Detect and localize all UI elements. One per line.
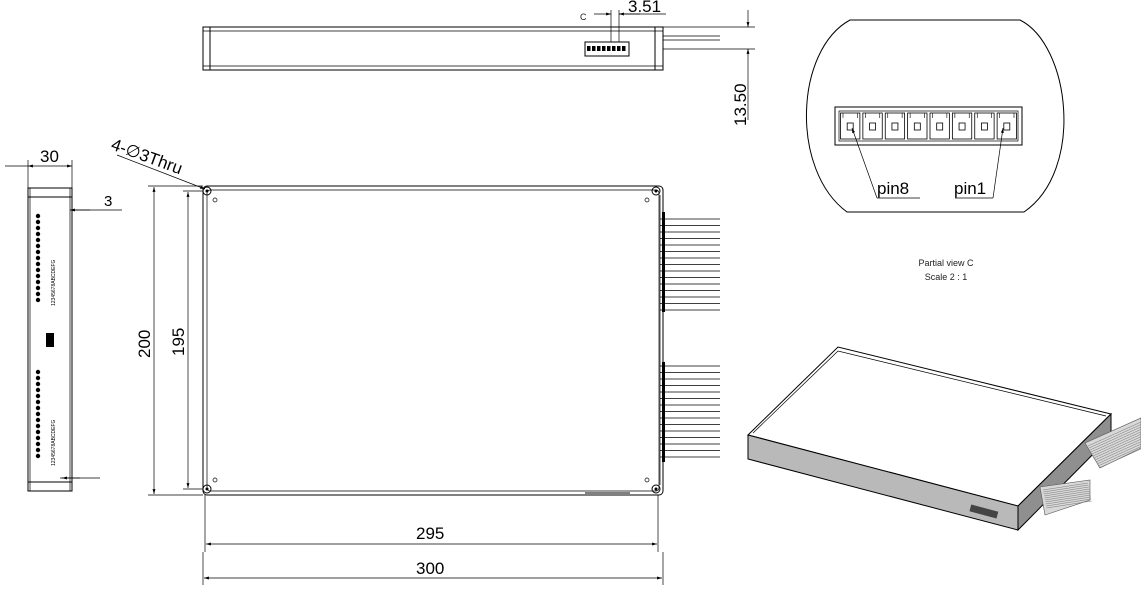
partial-view-title: Partial view C: [918, 258, 974, 268]
dim-295: 295: [416, 524, 444, 543]
partial-view-scale: Scale 2 : 1: [925, 272, 968, 282]
dim-13-50: 13.50: [731, 83, 750, 126]
partial-view-c: pin8 pin1 Partial view C Scale 2 : 1: [806, 19, 1065, 282]
connector-pin: [974, 112, 995, 140]
view-marker-c: C: [580, 12, 587, 22]
connector-top: [584, 41, 630, 57]
isometric-view: [747, 346, 1141, 532]
top-view: C 3.51 13.50: [202, 0, 755, 126]
svg-text:12345678ABCDEFG: 12345678ABCDEFG: [51, 259, 57, 306]
dim-200: 200: [135, 330, 154, 358]
dim-195: 195: [169, 328, 188, 356]
connector-pin: [862, 112, 883, 140]
side-view: 12345678ABCDEFG 12345678ABCDEFG 30 3: [5, 147, 122, 492]
connector-pin: [884, 112, 906, 140]
mount-hole: [651, 186, 661, 196]
hole-callout: 4-∅3Thru: [109, 135, 185, 178]
connector-pin: [840, 112, 861, 140]
dim-300: 300: [416, 559, 444, 578]
connector-pin: [929, 112, 950, 140]
connector-pin: [951, 112, 973, 140]
pin1-label: pin1: [954, 179, 986, 198]
pin8-label: pin8: [877, 179, 909, 198]
connector-pin: [907, 112, 928, 140]
fiber-ribbon-lower: [1039, 479, 1092, 516]
dim-30: 30: [40, 147, 59, 166]
dim-3: 3: [104, 193, 112, 210]
dim-3-51: 3.51: [628, 0, 661, 16]
connector-pin: [996, 112, 1017, 140]
front-view: 4-∅3Thru 200 195 295 300: [109, 135, 720, 585]
connector-detail: [834, 106, 1023, 146]
svg-text:12345678ABCDEFG: 12345678ABCDEFG: [51, 419, 57, 466]
mount-hole: [651, 484, 661, 494]
fiber-ribbon-upper: [1084, 417, 1141, 469]
